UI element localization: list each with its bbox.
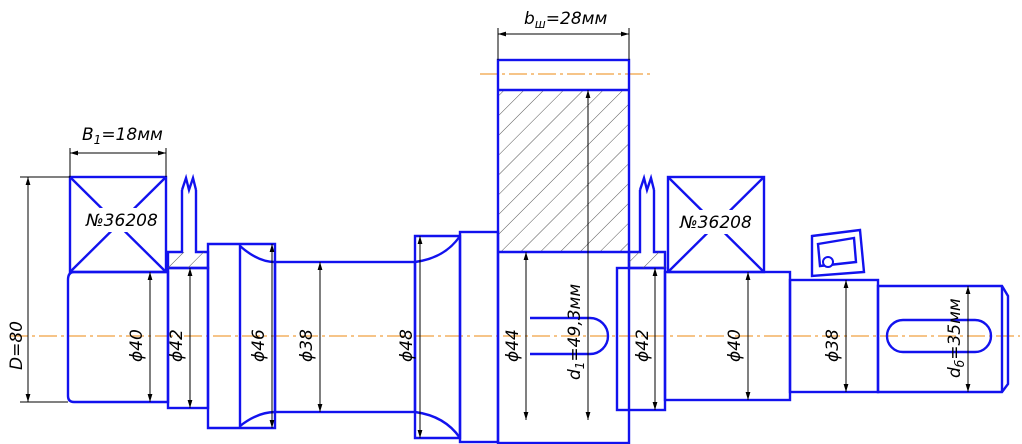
bearing-right [666,175,766,274]
svg-text:dб=35мм: dб=35мм [945,298,967,378]
svg-text:bш=28мм: bш=28мм [524,9,607,31]
bearing-right-label: №36208 [679,213,752,233]
dim-d38-mid: ϕ38 [297,262,323,412]
spacer-right [627,173,667,270]
svg-text:ϕ46: ϕ46 [249,329,269,362]
dim-d42-right: ϕ42 [633,268,658,410]
dim-d38-right: ϕ38 [823,280,849,392]
svg-text:ϕ42: ϕ42 [167,329,187,362]
dim-d1-gear: d1=49,3мм [565,90,591,420]
svg-text:ϕ42: ϕ42 [633,329,653,362]
dim-d42-left: ϕ42 [167,268,193,408]
dim-d40-left: ϕ40 [127,272,153,402]
dim-d44: ϕ44 [503,252,529,420]
dim-outer-diameter: D=80 [7,176,70,403]
lip-seal [810,228,866,278]
bearing-left-label: №36208 [85,211,158,231]
dim-gear-width: bш=28мм [497,9,630,60]
dim-d40-right: ϕ40 [725,272,751,400]
svg-text:d1=49,3мм: d1=49,3мм [565,284,587,380]
svg-text:ϕ38: ϕ38 [823,329,843,362]
dim-db-end: dб=35мм [945,286,971,392]
gear-section [496,58,631,444]
svg-text:ϕ44: ϕ44 [503,329,523,362]
svg-text:B1=18мм: B1=18мм [82,125,163,147]
dim-bearing-width: B1=18мм [69,125,167,177]
svg-text:D=80: D=80 [7,321,27,370]
svg-text:ϕ48: ϕ48 [397,329,417,362]
dim-d48: ϕ48 [397,236,423,438]
spacer-left [166,173,210,270]
dim-d46: ϕ46 [249,244,275,428]
bearing-left [68,175,168,274]
svg-text:ϕ38: ϕ38 [297,329,317,362]
svg-text:ϕ40: ϕ40 [127,329,147,362]
svg-text:ϕ40: ϕ40 [725,329,745,362]
